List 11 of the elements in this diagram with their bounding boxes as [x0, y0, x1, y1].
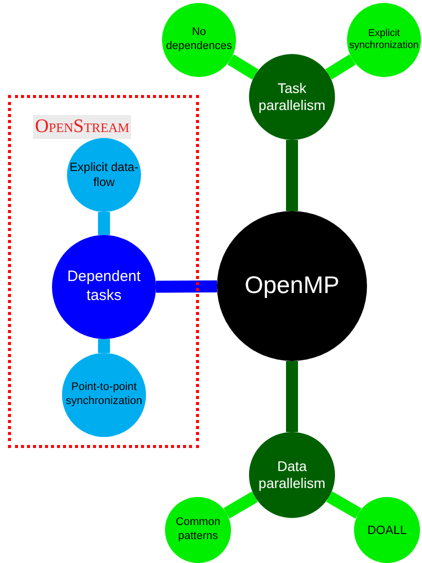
- group-heading: OpenStream: [33, 115, 132, 139]
- branch-connector: [326, 491, 362, 519]
- branch-connector: [156, 280, 218, 293]
- branch-connector: [223, 492, 258, 519]
- branch-connector: [286, 361, 298, 432]
- branch-connector: [286, 140, 298, 211]
- group-frame: [8, 95, 199, 448]
- branch-connector: [98, 339, 110, 353]
- branch-connector: [98, 212, 110, 235]
- branch-connector: [325, 54, 356, 80]
- branch-connector: [227, 54, 258, 80]
